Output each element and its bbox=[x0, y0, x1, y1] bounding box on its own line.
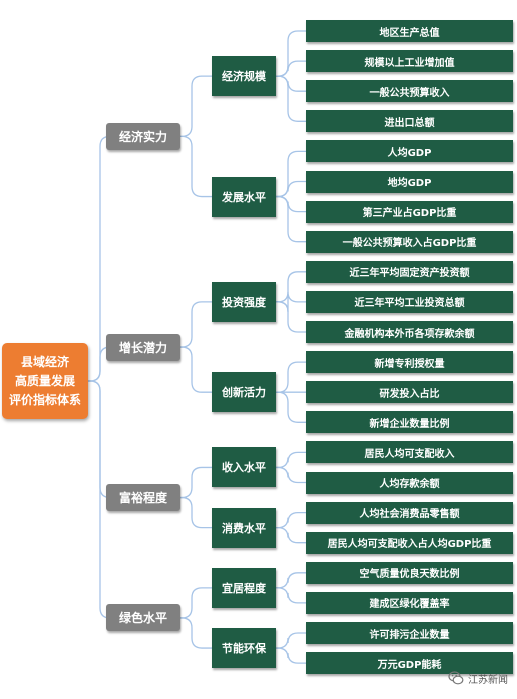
dimension-node: 增长潜力 bbox=[106, 333, 180, 361]
root-node: 县域经济 高质量发展 评价指标体系 bbox=[2, 343, 88, 419]
connector-line bbox=[276, 75, 306, 92]
indicator-node: 一般公共预算收入占GDP比重 bbox=[306, 230, 513, 253]
subcategory-node: 节能环保 bbox=[212, 628, 276, 669]
connector-line bbox=[276, 587, 306, 604]
indicator-node: 近三年平均固定资产投资额 bbox=[306, 260, 513, 283]
indicator-node: 近三年平均工业投资总额 bbox=[306, 290, 513, 313]
indicator-node: 地均GDP bbox=[306, 170, 513, 193]
subcategory-node: 发展水平 bbox=[212, 176, 276, 217]
connector-line bbox=[276, 180, 306, 198]
dimension-node: 绿色水平 bbox=[106, 604, 180, 632]
connector-line bbox=[180, 346, 212, 393]
indicator-node: 人均社会消费品零售额 bbox=[306, 501, 513, 524]
indicator-node: 建成区绿化覆盖率 bbox=[306, 591, 513, 614]
indicator-node: 地区生产总值 bbox=[306, 20, 513, 42]
connector-line bbox=[276, 195, 306, 213]
indicator-node: 金融机构本外币各项存款余额 bbox=[306, 321, 513, 343]
indicator-node: 万元GDP能耗 bbox=[306, 652, 513, 675]
wechat-icon bbox=[448, 671, 464, 685]
connector-line bbox=[180, 135, 212, 198]
watermark-text: 江苏新闻 bbox=[468, 674, 508, 686]
connector-line bbox=[180, 617, 212, 649]
connector-line bbox=[180, 301, 212, 348]
indicator-node: 许可排污企业数量 bbox=[306, 622, 513, 644]
connector-line bbox=[276, 511, 306, 529]
connector-line bbox=[276, 361, 306, 393]
connector-line bbox=[180, 587, 212, 619]
connector-line bbox=[276, 527, 306, 544]
dimension-node: 富裕程度 bbox=[106, 484, 180, 512]
connector-line bbox=[276, 632, 306, 649]
indicator-node: 第三产业占GDP比重 bbox=[306, 200, 513, 223]
connector-line bbox=[276, 30, 306, 77]
subcategory-node: 宜居程度 bbox=[212, 567, 276, 608]
indicator-node: 一般公共预算收入 bbox=[306, 80, 513, 103]
connector-line bbox=[88, 380, 111, 619]
indicator-node: 人均GDP bbox=[306, 140, 513, 163]
indicator-node: 进出口总额 bbox=[306, 110, 513, 133]
indicator-node: 研发投入占比 bbox=[306, 381, 513, 404]
indicator-node: 新增企业数量比例 bbox=[306, 411, 513, 434]
connector-line bbox=[276, 301, 306, 333]
connector-line bbox=[276, 60, 306, 77]
subcategory-node: 经济规模 bbox=[212, 56, 276, 97]
connector-line bbox=[180, 466, 212, 499]
watermark: 江苏新闻 bbox=[448, 668, 508, 688]
connector-line bbox=[276, 391, 306, 423]
connector-line bbox=[180, 496, 212, 529]
indicator-node: 居民人均可支配收入 bbox=[306, 441, 513, 464]
connector-line bbox=[276, 647, 306, 664]
subcategory-node: 消费水平 bbox=[212, 507, 276, 548]
connector-line bbox=[276, 466, 306, 484]
connector-line bbox=[276, 195, 306, 243]
connector-line bbox=[276, 451, 306, 469]
subcategory-node: 收入水平 bbox=[212, 447, 276, 488]
indicator-node: 规模以上工业增加值 bbox=[306, 50, 513, 73]
connector-line bbox=[276, 572, 306, 589]
connector-line bbox=[276, 271, 306, 303]
connector-line bbox=[276, 75, 306, 122]
connector-line bbox=[88, 346, 111, 382]
indicator-node: 空气质量优良天数比例 bbox=[306, 561, 513, 584]
indicator-node: 人均存款余额 bbox=[306, 471, 513, 494]
subcategory-node: 投资强度 bbox=[212, 281, 276, 322]
indicator-node: 新增专利授权量 bbox=[306, 351, 513, 374]
connector-line bbox=[180, 75, 212, 137]
dimension-node: 经济实力 bbox=[106, 122, 180, 150]
subcategory-node: 创新活力 bbox=[212, 372, 276, 413]
connector-line bbox=[276, 150, 306, 198]
connector-line bbox=[88, 380, 111, 499]
indicator-node: 居民人均可支配收入占人均GDP比重 bbox=[306, 531, 513, 554]
